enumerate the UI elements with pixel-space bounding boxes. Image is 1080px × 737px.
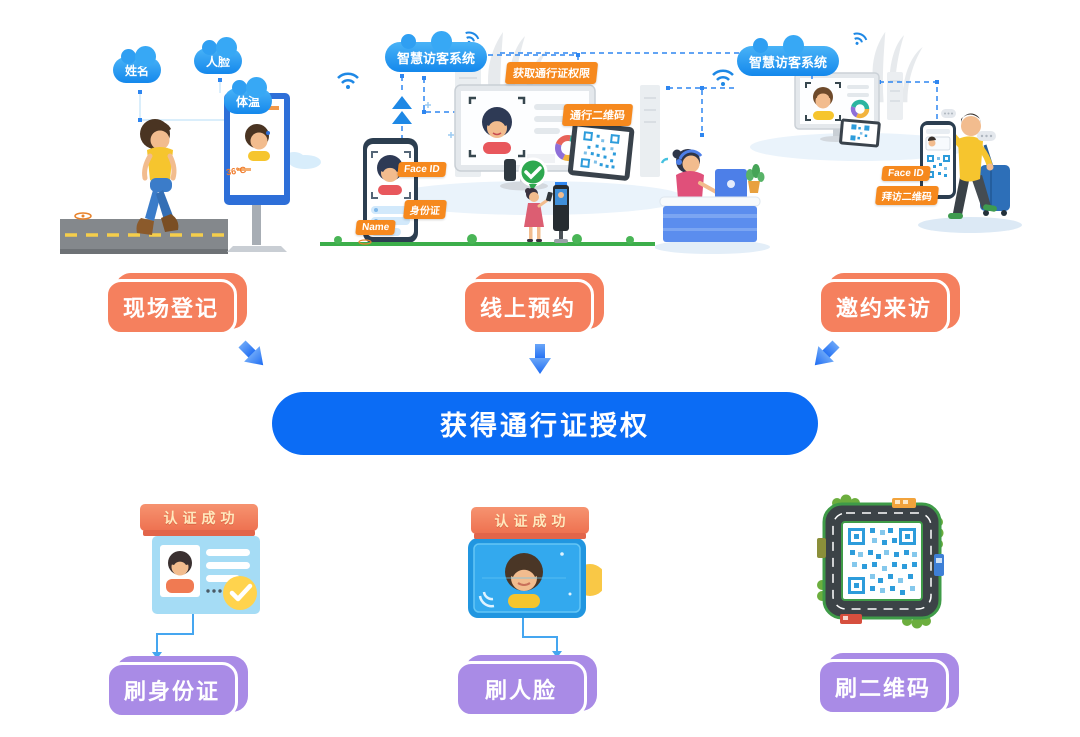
qr-road-icon <box>817 494 944 629</box>
tag-face-id-invite: Face ID <box>881 166 931 181</box>
onsite-registration-button: 现场登记 <box>105 273 247 335</box>
id-card-success-banner: 认证成功 <box>140 504 258 536</box>
id-card-icon <box>152 536 260 614</box>
scene-onsite-illustration <box>60 78 321 254</box>
face-success-banner: 认证成功 <box>471 507 589 539</box>
screen-face-female <box>482 553 566 608</box>
check-badge <box>518 157 548 191</box>
swipe-id-card-button: 刷身份证 <box>106 656 248 718</box>
scanning-woman <box>524 188 553 242</box>
scene-invite-illustration <box>655 31 1022 254</box>
tag-get-pass-permission: 获取通行证权限 <box>504 62 599 84</box>
phone-face-female <box>377 155 403 195</box>
tag-pass-qr-code: 通行二维码 <box>561 104 634 126</box>
online-reservation-button: 线上预约 <box>462 273 604 335</box>
monitor-face-female <box>482 107 512 154</box>
ground-shadow <box>750 133 970 161</box>
temperature-kiosk <box>224 93 290 252</box>
swipe-face-button: 刷人脸 <box>455 655 597 717</box>
scene-online-illustration <box>320 31 685 246</box>
qr-tablet <box>839 118 881 148</box>
arrow-left-diagonal <box>238 340 264 366</box>
wifi-icon <box>337 72 359 89</box>
access-kiosk <box>553 182 582 244</box>
donut-chart <box>850 99 870 119</box>
upload-arrows <box>392 96 412 124</box>
qr-tablet <box>567 121 635 181</box>
invited-visit-button: 邀约来访 <box>818 273 960 335</box>
chat-bubbles <box>941 109 996 141</box>
face-recognition-icon <box>468 538 602 618</box>
wifi-icon <box>712 69 734 86</box>
cloud-label-visitor-system-invite: 智慧访客系统 <box>737 35 840 76</box>
invite-phone <box>920 121 956 199</box>
pass-authorization-banner: 获得通行证授权 <box>272 392 818 455</box>
elbow-id-card <box>156 611 194 653</box>
tag-name: Name <box>355 220 397 235</box>
cloud-label-temperature: 体温 <box>224 77 273 114</box>
arrow-right-diagonal <box>814 340 840 366</box>
cloud-label-face: 人脸 <box>194 37 243 74</box>
cloud-label-visitor-system-online: 智慧访客系统 <box>385 31 488 72</box>
wifi-icon-small <box>853 32 868 45</box>
receptionist <box>655 149 770 254</box>
scan-frame <box>468 96 526 158</box>
qr-code <box>848 528 917 595</box>
cloud-label-name: 姓名 <box>113 46 162 83</box>
tag-id-card: 身份证 <box>403 200 447 219</box>
scan-bracket <box>478 591 495 608</box>
walking-woman <box>136 119 179 235</box>
city-building <box>887 72 903 120</box>
arrow-center-down <box>529 344 551 374</box>
monitor-face-male <box>813 87 834 120</box>
desktop-monitor <box>794 72 880 142</box>
ground-line <box>320 234 655 246</box>
tag-face-id-online: Face ID <box>397 162 447 177</box>
dashed-cross-link <box>500 52 813 83</box>
kiosk-face <box>245 124 270 161</box>
desktop-monitor <box>454 84 596 191</box>
check-bubble <box>223 576 257 610</box>
elbow-face <box>522 614 558 652</box>
plus-decor <box>425 102 454 138</box>
tag-visit-qr-code: 拜访二维码 <box>875 186 939 205</box>
cars <box>817 498 944 624</box>
swipe-qr-button: 刷二维码 <box>817 653 959 715</box>
